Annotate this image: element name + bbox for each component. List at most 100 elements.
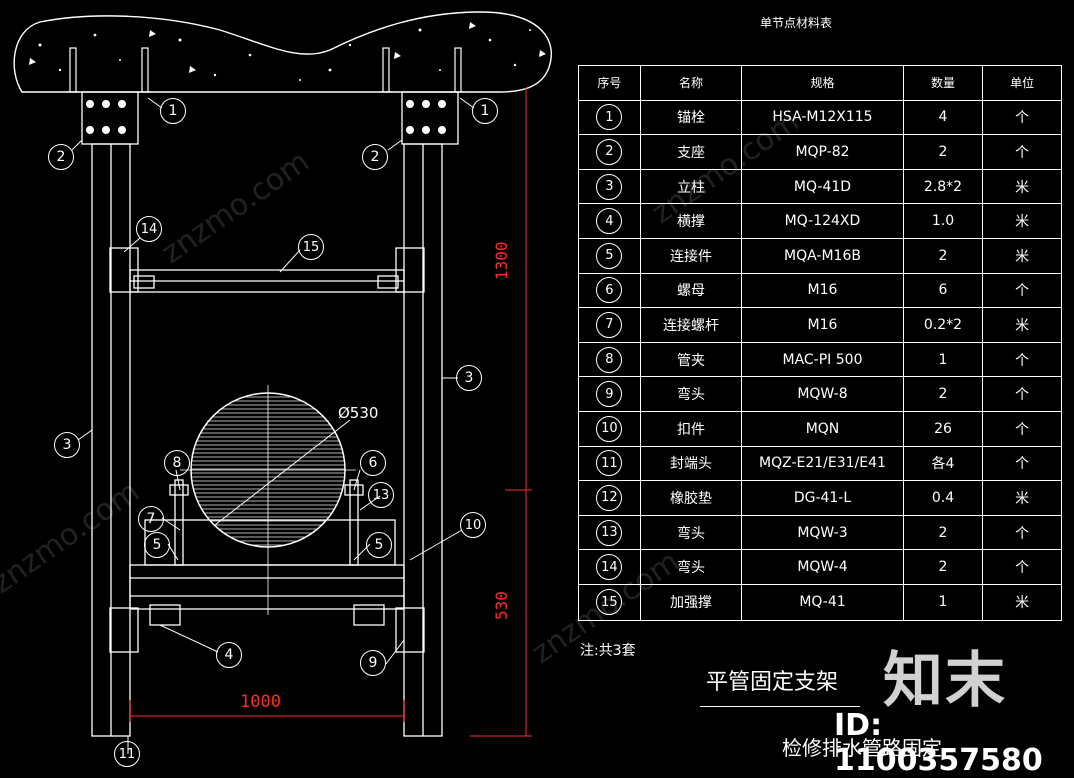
row-number: 14 [579,550,641,584]
row-number: 5 [579,238,641,273]
row-number: 3 [579,169,641,204]
table-cell: 2 [904,238,984,273]
table-cell: 2 [904,135,984,169]
note: 注:共3套 [580,643,636,659]
table-cell: 个 [1015,456,1030,473]
table-cell: 螺母 [641,273,743,308]
table-cell: M16 [742,308,904,342]
callout-5a: 5 [144,532,170,558]
callout-13: 13 [368,482,394,508]
callout-3a: 3 [54,432,80,458]
row-number-circle: 4 [596,208,623,235]
table-cell: 米 [1015,490,1030,507]
table-cell: 个 [1015,387,1030,404]
pipe [180,385,356,615]
table-cell: MQ-124XD [742,204,904,238]
callout-4: 4 [216,642,242,668]
table-cell: 2 [904,550,984,584]
table-cell: 4 [904,100,984,135]
row-number-circle: 15 [596,589,623,616]
table-cell: 2 [904,515,984,550]
row-number-circle: 12 [596,484,623,511]
table-header-cell: 规格 [742,66,904,100]
table-cell: 管夹 [641,342,743,377]
callout-2a: 2 [48,144,74,170]
table-cell: 米 [1015,214,1030,231]
table-cell: 个 [1015,110,1030,127]
callout-1a: 1 [160,98,186,124]
table-cell: 1.0 [904,204,984,238]
callout-8: 8 [164,450,190,476]
table-cell: 个 [1015,421,1030,438]
table-cell: 个 [1015,283,1030,300]
row-number: 1 [579,100,641,135]
table-cell: MQZ-E21/E31/E41 [742,446,904,481]
callout-15: 15 [298,234,324,260]
row-number: 9 [579,377,641,411]
table-cell: 米 [1015,179,1030,196]
row-number-circle: 2 [596,138,623,165]
table-cell: 26 [904,411,984,446]
brand-logo: 知末 [883,646,1007,716]
row-number: 13 [579,515,641,550]
callout-2b: 2 [362,144,388,170]
row-number-circle: 9 [596,381,623,408]
table-cell: MQW-3 [742,515,904,550]
row-number: 4 [579,204,641,238]
row-number: 12 [579,481,641,515]
dim-width: 1000 [240,692,281,712]
table-cell: 锚栓 [641,100,743,135]
table-cell: HSA-M12X115 [742,100,904,135]
upper-beam [109,247,425,293]
lower-beam [109,564,425,653]
callout-7: 7 [138,506,164,532]
table-cell: 6 [904,273,984,308]
table-cell: DG-41-L [742,481,904,515]
table-title: 单节点材料表 [760,16,833,30]
table-cell: 2 [904,377,984,411]
table-cell: MQA-M16B [742,238,904,273]
table-cell: 米 [1015,595,1030,612]
row-number: 6 [579,273,641,308]
table-cell: 个 [1015,525,1030,542]
table-cell: 横撑 [641,204,743,238]
concrete-slab [13,11,552,93]
callout-9: 9 [360,650,386,676]
table-cell: 2.8*2 [904,169,984,204]
row-number-circle: 13 [596,519,623,546]
title-underline [700,706,860,707]
row-number: 8 [579,342,641,377]
columns [91,143,443,737]
id-label: ID: 1100357580 [834,708,1043,778]
dim-height-upper: 1300 [492,241,511,280]
table-cell: 封端头 [641,446,743,481]
table-cell: 扣件 [641,411,743,446]
row-number-circle: 6 [596,277,623,304]
dim-height-lower: 530 [492,591,511,620]
table-cell: MQW-4 [742,550,904,584]
row-number: 2 [579,135,641,169]
callout-5b: 5 [366,532,392,558]
row-number-circle: 7 [596,311,623,338]
table-cell: 弯头 [641,515,743,550]
row-number: 11 [579,446,641,481]
table-header-cell: 单位 [1010,76,1035,91]
table-cell: 加强撑 [641,584,743,620]
row-number-circle: 10 [596,415,623,442]
table-header-cell: 序号 [579,66,641,100]
row-number-circle: 3 [596,173,623,200]
table-cell: 连接件 [641,238,743,273]
table-cell: 连接螺杆 [641,308,743,342]
row-number-circle: 11 [596,450,623,477]
row-number-circle: 14 [596,554,623,581]
row-number-circle: 5 [596,242,623,269]
table-cell: MQN [742,411,904,446]
